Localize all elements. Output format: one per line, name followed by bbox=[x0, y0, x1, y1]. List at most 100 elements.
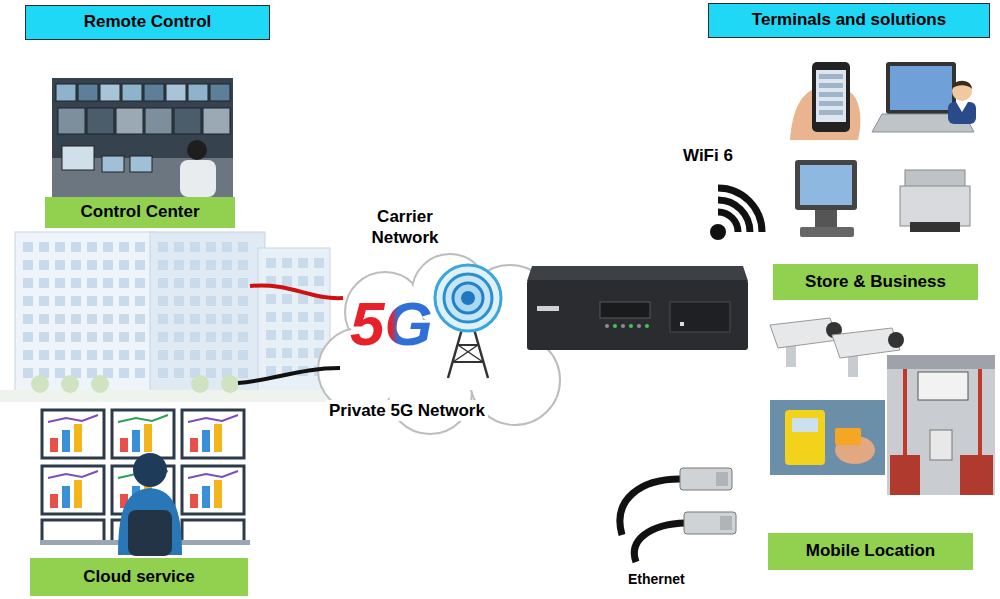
building-window bbox=[158, 260, 168, 270]
pos-base bbox=[800, 227, 854, 237]
person-body bbox=[118, 488, 182, 555]
building-window bbox=[314, 312, 324, 322]
building-window bbox=[23, 242, 33, 252]
chart-line bbox=[48, 471, 98, 478]
building-window bbox=[298, 348, 308, 358]
building-window bbox=[298, 276, 308, 286]
phone-row bbox=[819, 110, 843, 115]
wifi-arc bbox=[718, 200, 750, 232]
building-window bbox=[174, 260, 184, 270]
building-window bbox=[190, 260, 200, 270]
building-window bbox=[39, 242, 49, 252]
phone-row bbox=[819, 92, 843, 97]
rj45-plug bbox=[684, 512, 736, 534]
category-label: Store & Business bbox=[773, 264, 978, 300]
building-window bbox=[71, 296, 81, 306]
building-window bbox=[71, 260, 81, 270]
building-window bbox=[87, 350, 97, 360]
building-window bbox=[190, 314, 200, 324]
wall-screen bbox=[122, 84, 142, 101]
chart-bar bbox=[74, 424, 82, 452]
building-window bbox=[238, 314, 248, 324]
wall-screen bbox=[78, 84, 98, 101]
wireless-label: WiFi 6 bbox=[683, 145, 733, 166]
user-collar bbox=[956, 102, 968, 112]
building-window bbox=[119, 350, 129, 360]
carrier-link-line bbox=[250, 285, 343, 298]
wifi-dot bbox=[710, 224, 726, 240]
signal-core bbox=[461, 291, 475, 305]
camera-mount bbox=[786, 345, 796, 367]
wifi-symbol bbox=[710, 188, 762, 240]
bus-panel bbox=[930, 430, 952, 460]
building-window bbox=[23, 350, 33, 360]
device-logo bbox=[537, 306, 559, 311]
building-window bbox=[222, 242, 232, 252]
chart-bar bbox=[50, 438, 58, 452]
rj45-plug bbox=[680, 468, 732, 490]
wall-screen bbox=[116, 108, 143, 134]
building-window bbox=[206, 242, 216, 252]
box-label: Store & Business bbox=[805, 272, 946, 292]
card-reader bbox=[785, 410, 825, 465]
wall-screen bbox=[166, 84, 186, 101]
building-window bbox=[158, 278, 168, 288]
building-window bbox=[222, 332, 232, 342]
building-window bbox=[23, 332, 33, 342]
category-label: Mobile Location bbox=[768, 533, 973, 570]
building-window bbox=[87, 278, 97, 288]
signal-ring bbox=[444, 274, 492, 322]
chart-bar bbox=[190, 494, 198, 508]
operator-body bbox=[180, 160, 216, 197]
building-window bbox=[174, 368, 184, 378]
building-window bbox=[23, 296, 33, 306]
tree bbox=[31, 375, 49, 393]
cloud-service-picture bbox=[40, 410, 250, 556]
wall-screen bbox=[203, 108, 230, 134]
building-window bbox=[23, 314, 33, 324]
wall-screen bbox=[100, 84, 120, 101]
building-window bbox=[55, 260, 65, 270]
building-window bbox=[298, 330, 308, 340]
chart-bar bbox=[132, 430, 140, 452]
tower-bar bbox=[453, 361, 483, 363]
box-label: Terminals and solutions bbox=[752, 10, 946, 30]
operator-head bbox=[187, 140, 207, 160]
building-window bbox=[119, 278, 129, 288]
office-chair bbox=[128, 510, 172, 556]
building-window bbox=[135, 332, 145, 342]
building-window bbox=[103, 242, 113, 252]
building-window bbox=[158, 296, 168, 306]
building-window bbox=[23, 278, 33, 288]
building-window bbox=[135, 278, 145, 288]
building-window bbox=[190, 332, 200, 342]
building-window bbox=[103, 260, 113, 270]
building-window bbox=[158, 350, 168, 360]
building-window bbox=[174, 278, 184, 288]
building-window bbox=[103, 296, 113, 306]
transit-card bbox=[835, 428, 861, 445]
building-window bbox=[282, 258, 292, 268]
bus-seat bbox=[960, 455, 993, 495]
interface-label: Ethernet bbox=[628, 571, 685, 589]
chart-line bbox=[48, 415, 98, 422]
building-window bbox=[238, 368, 248, 378]
building-window bbox=[87, 296, 97, 306]
building-window bbox=[119, 242, 129, 252]
building-window bbox=[23, 260, 33, 270]
building-window bbox=[190, 350, 200, 360]
building-window bbox=[174, 314, 184, 324]
phone bbox=[812, 62, 850, 132]
wall-screen bbox=[188, 84, 208, 101]
building-window bbox=[55, 314, 65, 324]
phone-screen bbox=[816, 70, 846, 122]
network-label: Carrier Network bbox=[355, 206, 455, 249]
building-window bbox=[158, 314, 168, 324]
header-box: Remote Control bbox=[25, 5, 270, 40]
tree bbox=[91, 375, 109, 393]
5g-logo-text: 5G bbox=[348, 290, 441, 358]
chart-bar bbox=[144, 424, 152, 452]
device-led bbox=[637, 324, 641, 328]
building-window bbox=[314, 276, 324, 286]
chart-screen bbox=[182, 410, 244, 458]
